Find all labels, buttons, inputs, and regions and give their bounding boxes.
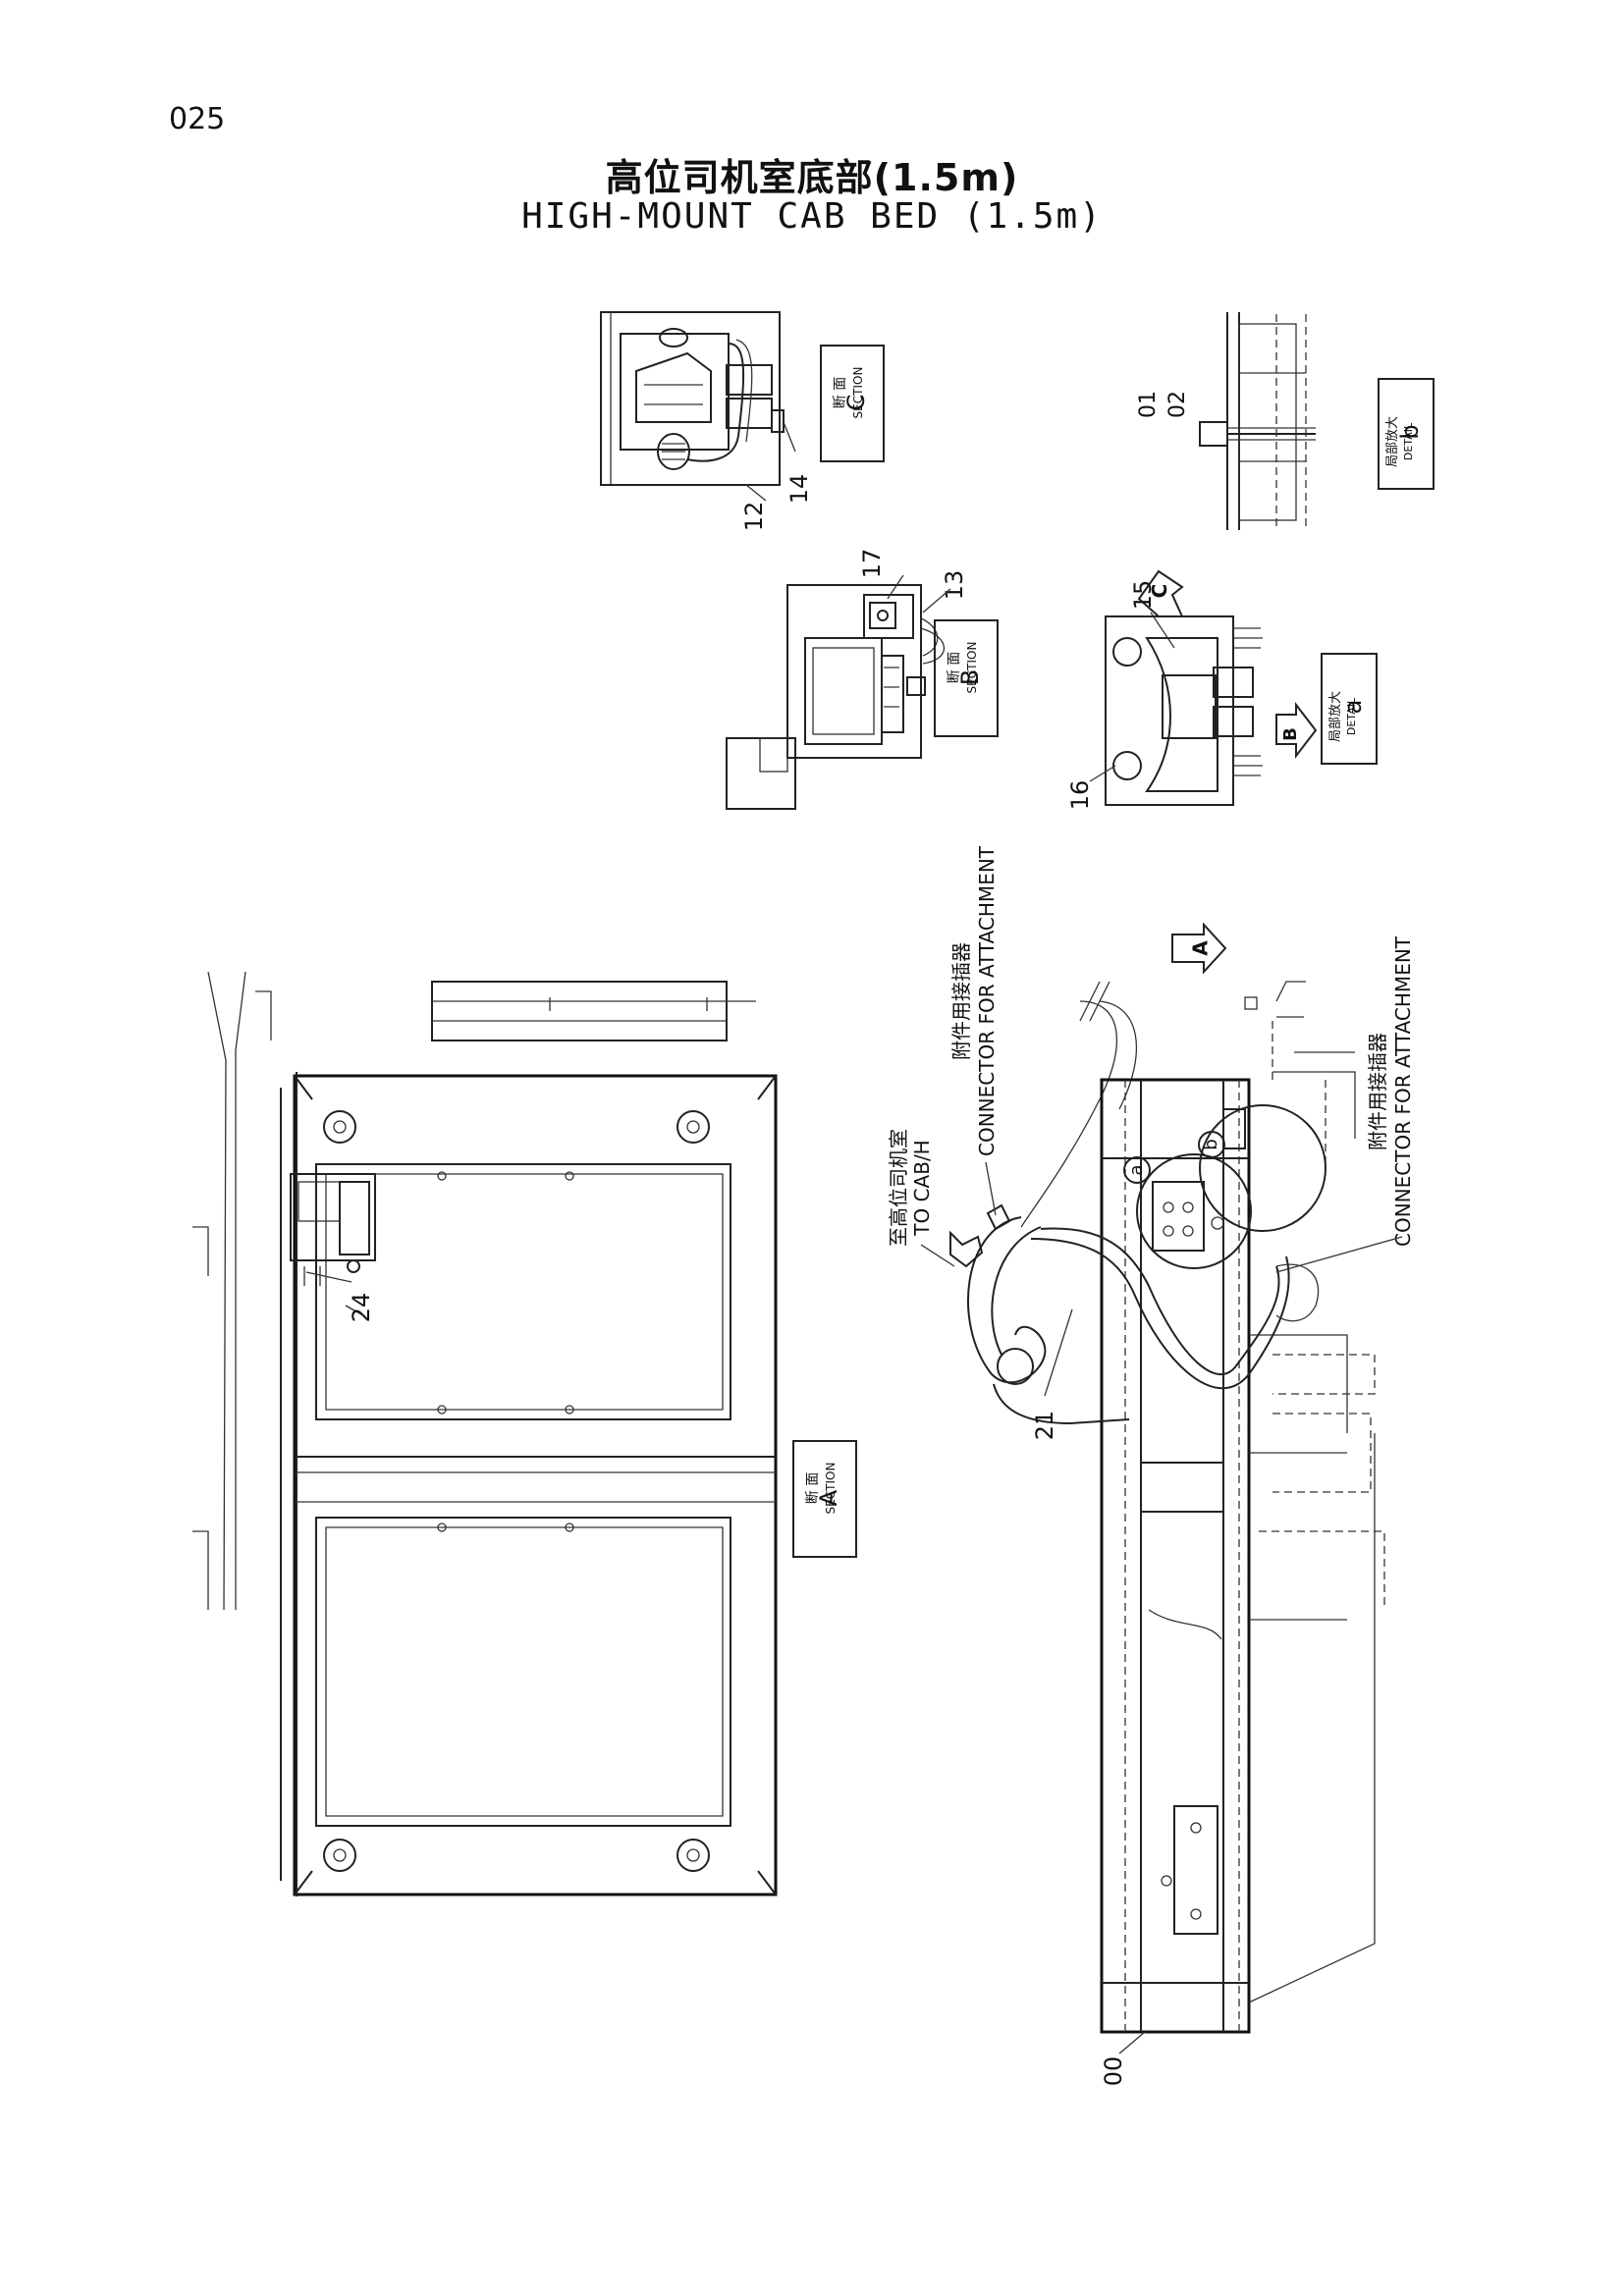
- section-c-letter: C: [842, 395, 870, 411]
- title-chinese: 高位司机室底部(1.5m): [605, 156, 1019, 199]
- page-number: 025: [169, 102, 226, 136]
- callout-14: 15: [1129, 580, 1157, 611]
- connector-cn-2: 附件用接插器: [1366, 1033, 1389, 1150]
- title-english: HIGH-MOUNT CAB BED (1.5m): [521, 196, 1103, 237]
- detail-a-label: a 局部放大 DETAIL: [1321, 653, 1378, 765]
- section-a-letter: A: [815, 1489, 842, 1506]
- connector-cn-1: 附件用接插器: [949, 942, 973, 1060]
- callout-01: 01: [1136, 391, 1161, 418]
- detail-b-view: [1199, 312, 1316, 530]
- callout-17: 17: [858, 549, 886, 579]
- section-b-en: SECTION: [965, 642, 979, 694]
- arrow-c-letter: C: [1148, 584, 1171, 599]
- arrow-a-letter: A: [1189, 940, 1213, 956]
- section-b-label: B 断 面 SECTION: [934, 619, 999, 737]
- detail-b-letter: b: [1396, 424, 1424, 439]
- to-cab-cn: 至高位司机室: [887, 1129, 910, 1247]
- section-b-cn: 断 面: [947, 652, 962, 683]
- detail-a-cn: 局部放大: [1328, 691, 1343, 742]
- detail-b-en: DETAIL: [1402, 422, 1415, 460]
- section-c-cn: 断 面: [833, 377, 848, 408]
- detail-a-view: [1105, 569, 1318, 806]
- detail-b-cn: 局部放大: [1385, 416, 1400, 467]
- detail-a-letter: a: [1339, 700, 1367, 715]
- section-c-label: C 断 面 SECTION: [820, 345, 885, 462]
- section-c-en: SECTION: [851, 367, 865, 419]
- section-c-view: [600, 311, 796, 502]
- circle-a-letter: a: [1126, 1164, 1147, 1175]
- callout-24: 24: [348, 1293, 375, 1323]
- callout-16: 14: [785, 474, 813, 505]
- section-a-cn: 断 面: [805, 1472, 821, 1504]
- connector-note-2: 附件用接插器 CONNECTOR FOR ATTACHMENT: [1275, 935, 1415, 1273]
- section-b-view: [726, 584, 946, 810]
- callout-02: 02: [1165, 391, 1190, 418]
- section-a-label: A 断 面 SECTION: [792, 1440, 857, 1558]
- to-cab-en: TO CAB/H: [910, 1140, 934, 1236]
- detail-a-en: DETAIL: [1345, 697, 1358, 735]
- callout-00: 00: [1100, 2056, 1127, 2087]
- section-a-en: SECTION: [824, 1463, 838, 1515]
- arrow-b-letter: B: [1280, 727, 1301, 741]
- callout-21: 21: [1031, 1411, 1058, 1441]
- section-b-letter: B: [956, 669, 984, 685]
- connector-en-1: CONNECTOR FOR ATTACHMENT: [975, 845, 999, 1156]
- callout-13: 13: [941, 570, 968, 601]
- callout-15: 16: [1066, 780, 1094, 811]
- connector-en-2: CONNECTOR FOR ATTACHMENT: [1391, 935, 1415, 1247]
- callout-12: 12: [740, 502, 768, 532]
- detail-b-label: b 局部放大 DETAIL: [1378, 378, 1435, 490]
- circle-b-letter: b: [1201, 1139, 1221, 1149]
- to-cab-note: 至高位司机室 TO CAB/H: [887, 1129, 955, 1267]
- section-a-view: [192, 971, 778, 1896]
- side-view: [949, 922, 1385, 2034]
- connector-note-1: 附件用接插器 CONNECTOR FOR ATTACHMENT: [949, 845, 999, 1216]
